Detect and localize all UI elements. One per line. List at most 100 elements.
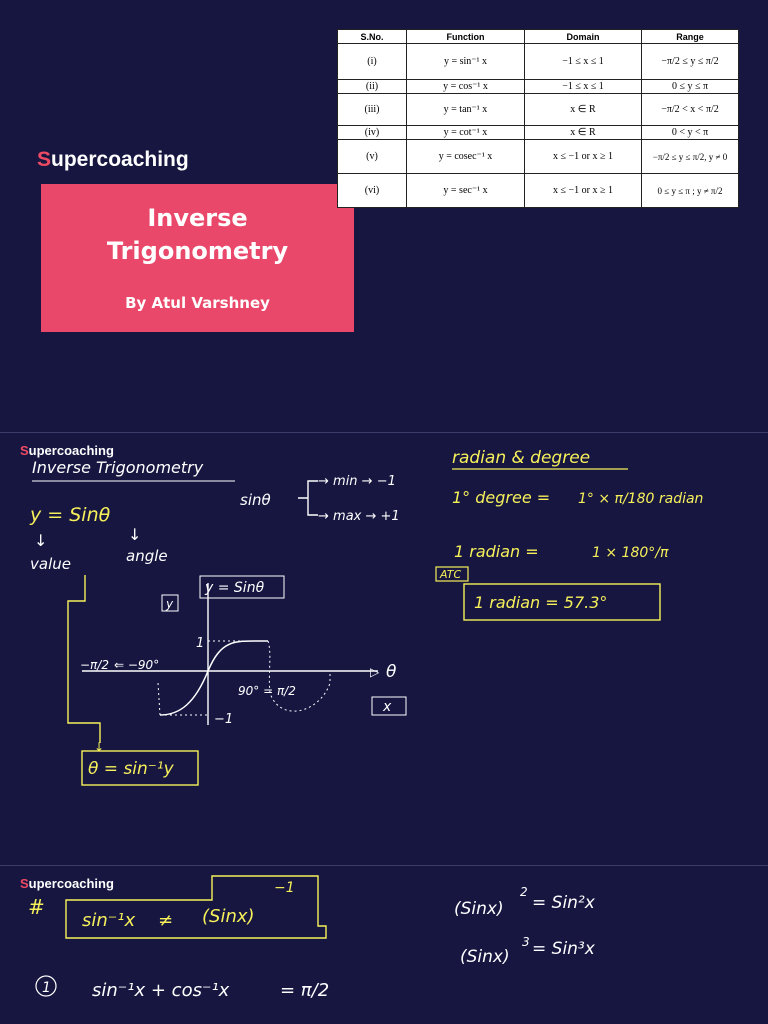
title-card: Inverse Trigonometry By Atul Varshney bbox=[41, 184, 354, 332]
flow-arrow: ↓ bbox=[94, 740, 104, 754]
col-range: Range bbox=[641, 29, 739, 44]
x-axis-label: x bbox=[382, 699, 392, 715]
square-rhs: = Sin²x bbox=[532, 893, 596, 913]
cell-domain: x ≤ −1 or x ≥ 1 bbox=[524, 139, 642, 174]
y-axis-label: y bbox=[165, 597, 174, 611]
atc-label: ATC bbox=[439, 568, 461, 581]
cell-sno: (vi) bbox=[337, 173, 407, 208]
brand-logo-small-name: upercoaching bbox=[28, 876, 114, 891]
atc-box bbox=[435, 566, 469, 582]
notes-panel-sine-graph: Supercoaching Inverse Trigonometry sinθ … bbox=[0, 433, 768, 865]
cell-sno: (i) bbox=[337, 43, 407, 80]
author-byline: By Atul Varshney bbox=[125, 294, 270, 312]
identity-rhs: (Sinx) bbox=[202, 906, 255, 927]
radian-result: 1 radian = 57.3° bbox=[474, 593, 607, 612]
cell-range: −π/2 ≤ y ≤ π/2 bbox=[641, 43, 739, 80]
cell-domain: x ∈ R bbox=[524, 125, 642, 140]
min-label: → min → −1 bbox=[318, 474, 396, 489]
max-label: → max → +1 bbox=[318, 509, 400, 524]
handwritten-notes-identities: # sin⁻¹x ≠ (Sinx) −1 (Sinx) 2 = Sin²x (S… bbox=[28, 875, 596, 1001]
value-label: value bbox=[30, 555, 71, 573]
cell-domain: x ∈ R bbox=[524, 93, 642, 126]
sine-curve bbox=[159, 640, 269, 716]
cell-sno: (v) bbox=[337, 139, 407, 174]
table-row: (iii) y = tan⁻¹ x x ∈ R −π/2 < x < π/2 bbox=[337, 93, 739, 126]
table-row: (ii) y = cos⁻¹ x −1 ≤ x ≤ 1 0 ≤ y ≤ π bbox=[337, 79, 739, 94]
flow-bracket bbox=[67, 575, 101, 743]
radian-equation: 1 radian = bbox=[454, 542, 539, 561]
table-row: (iv) y = cot⁻¹ x x ∈ R 0 < y < π bbox=[337, 125, 739, 140]
theta-axis-label: θ bbox=[386, 662, 397, 682]
cell-function: y = cosec⁻¹ x bbox=[406, 139, 525, 174]
item-number: 1 bbox=[42, 980, 51, 996]
radian-result-box bbox=[463, 583, 661, 621]
cube-rhs: = Sin³x bbox=[532, 939, 596, 959]
cell-range: 0 ≤ y ≤ π ; y ≠ π/2 bbox=[641, 173, 739, 208]
handwritten-notes-sine: Inverse Trigonometry sinθ → min → −1 → m… bbox=[29, 448, 703, 786]
cell-domain: −1 ≤ x ≤ 1 bbox=[524, 79, 642, 94]
brand-logo-small: Supercoaching bbox=[20, 443, 114, 458]
arrow-value: ↓ bbox=[34, 531, 47, 550]
identity-neq: ≠ bbox=[158, 910, 173, 931]
identity-lhs: sin⁻¹x bbox=[82, 910, 136, 931]
cell-range: 0 < y < π bbox=[641, 125, 739, 140]
label-ninety: 90° = π/2 bbox=[238, 684, 296, 698]
identity-box bbox=[65, 875, 327, 939]
y-equals-sin: y = Sinθ bbox=[29, 504, 111, 526]
brand-logo-small-s: S bbox=[20, 876, 29, 891]
slide-divider bbox=[0, 432, 768, 433]
radian-degree-heading: radian & degree bbox=[452, 448, 590, 468]
angle-label: angle bbox=[126, 547, 168, 565]
label-neg-one: −1 bbox=[214, 712, 233, 727]
label-one: 1 bbox=[196, 636, 204, 651]
cell-domain: x ≤ −1 or x ≥ 1 bbox=[524, 173, 642, 208]
table-row: (v) y = cosec⁻¹ x x ≤ −1 or x ≥ 1 −π/2 ≤… bbox=[337, 139, 739, 174]
cube-lhs: (Sinx) bbox=[460, 947, 510, 967]
brand-logo-name: upercoaching bbox=[51, 148, 189, 171]
notes-heading: Inverse Trigonometry bbox=[32, 458, 204, 477]
result-box bbox=[81, 750, 199, 786]
bracket-brace bbox=[298, 480, 318, 516]
sum-identity-rhs: = π/2 bbox=[280, 980, 329, 1001]
label-neg-90: ⇐ −90° bbox=[114, 658, 159, 672]
cube-exp: 3 bbox=[522, 935, 530, 949]
cell-function: y = cos⁻¹ x bbox=[406, 79, 525, 94]
table-header-row: S.No. Function Domain Range bbox=[337, 29, 739, 44]
slide-divider bbox=[0, 865, 768, 866]
col-domain: Domain bbox=[524, 29, 642, 44]
brand-logo-small: Supercoaching bbox=[20, 876, 114, 891]
square-lhs: (Sinx) bbox=[454, 899, 504, 919]
cell-sno: (ii) bbox=[337, 79, 407, 94]
brand-logo: Supercoaching bbox=[37, 148, 189, 172]
item-number-circle bbox=[35, 975, 57, 997]
y-axis-box bbox=[161, 594, 179, 612]
cell-function: y = cot⁻¹ x bbox=[406, 125, 525, 140]
sine-dotted-extension bbox=[157, 640, 331, 716]
cell-sno: (iii) bbox=[337, 93, 407, 126]
arrow-angle: ↓ bbox=[128, 525, 141, 544]
square-exp: 2 bbox=[520, 885, 528, 899]
title-line-2: Trigonometry bbox=[106, 237, 289, 265]
label-neg-pi-2: −π/2 bbox=[80, 658, 109, 672]
cell-domain: −1 ≤ x ≤ 1 bbox=[524, 43, 642, 80]
cell-range: −π/2 ≤ y ≤ π/2, y ≠ 0 bbox=[641, 139, 739, 174]
cell-sno: (iv) bbox=[337, 125, 407, 140]
slide-title-panel: Supercoaching Inverse Trigonometry By At… bbox=[0, 0, 768, 432]
title-line-1: Inverse bbox=[147, 204, 248, 232]
cell-range: 0 ≤ y ≤ π bbox=[641, 79, 739, 94]
x-axis-box bbox=[371, 696, 407, 716]
degree-equation-rhs: 1° × π/180 radian bbox=[578, 491, 703, 507]
sum-identity: sin⁻¹x + cos⁻¹x bbox=[92, 980, 230, 1001]
brand-logo-small-s: S bbox=[20, 443, 29, 458]
cell-range: −π/2 < x < π/2 bbox=[641, 93, 739, 126]
hash-mark: # bbox=[28, 895, 45, 919]
radian-equation-rhs: 1 × 180°/π bbox=[592, 545, 669, 561]
notes-panel-identities: Supercoaching # sin⁻¹x ≠ (Sinx) −1 (Sinx… bbox=[0, 866, 768, 1024]
x-axis-arrow: ▷ bbox=[370, 665, 380, 679]
result-formula: θ = sin⁻¹y bbox=[88, 759, 175, 779]
graph-label: y = Sinθ bbox=[204, 580, 265, 596]
inverse-trig-reference-table: S.No. Function Domain Range (i) y = sin⁻… bbox=[337, 29, 739, 208]
table-row: (vi) y = sec⁻¹ x x ≤ −1 or x ≥ 1 0 ≤ y ≤… bbox=[337, 173, 739, 208]
brand-logo-small-name: upercoaching bbox=[28, 443, 114, 458]
cell-function: y = tan⁻¹ x bbox=[406, 93, 525, 126]
